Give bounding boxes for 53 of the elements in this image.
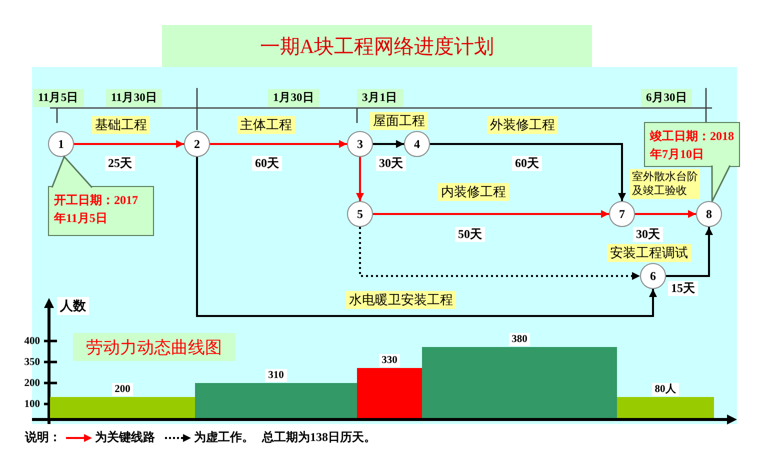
date-label: 11月5日	[33, 89, 84, 107]
bar	[195, 383, 357, 418]
duration-label: 25天	[105, 156, 135, 171]
note-text: 说明：	[25, 430, 61, 445]
date-label: 1月30日	[268, 89, 320, 107]
tick-label: 200	[23, 378, 40, 388]
arrow	[356, 157, 364, 201]
bar	[50, 397, 195, 418]
edge-label: 主体工程	[237, 116, 295, 134]
chart-title: 劳动力动态曲线图	[73, 333, 235, 361]
arrow	[430, 143, 626, 201]
tick-label: 400	[23, 336, 40, 346]
value-label: 310	[265, 369, 287, 382]
date-label: 6月30日	[641, 89, 692, 107]
value-label: 200	[112, 383, 134, 396]
duration-label: 30天	[376, 156, 406, 171]
bar	[422, 347, 617, 418]
legend-label: 为关键线路	[95, 430, 155, 445]
arrow	[373, 140, 404, 148]
bar	[357, 368, 422, 418]
edge-label: 室外散水台阶及竣工验收	[630, 169, 700, 199]
duration-label: 15天	[668, 281, 698, 296]
callout-box: 竣工日期：2018年7月10日	[644, 122, 740, 167]
arrow	[74, 140, 184, 148]
dotted-arrow	[359, 227, 640, 280]
date-label: 3月1日	[357, 89, 402, 107]
arrow	[196, 157, 657, 317]
bar	[617, 397, 714, 418]
tick-label: 350	[23, 356, 40, 368]
callout-pointer	[51, 155, 93, 188]
arrow	[373, 210, 609, 218]
duration-label: 60天	[512, 156, 542, 171]
value-label: 80人	[652, 383, 680, 396]
legend-label: 为虚工作。	[194, 430, 254, 445]
value-label: 380	[508, 333, 530, 346]
edge-label: 基础工程	[92, 116, 150, 134]
axis-title: 人数	[57, 297, 89, 315]
edge-label: 水电暖卫安装工程	[346, 291, 456, 309]
duration-label: 50天	[455, 227, 485, 242]
edge-label: 内装修工程	[438, 183, 509, 201]
duration-label: 30天	[633, 227, 663, 242]
edge-label: 外装修工程	[487, 116, 558, 134]
title-banner: 一期A块工程网络进度计划	[162, 25, 592, 67]
duration-label: 60天	[252, 156, 282, 171]
arrow	[666, 227, 713, 277]
date-label: 11月30日	[106, 89, 162, 107]
arrow	[210, 140, 347, 148]
edge-label: 安装工程调试	[607, 244, 691, 262]
note-text: 总工期为138日历天。	[262, 430, 376, 445]
tick-label: 100	[23, 398, 40, 410]
edge-label: 屋面工程	[370, 112, 428, 130]
value-label: 330	[378, 354, 400, 367]
arrow	[635, 210, 696, 218]
